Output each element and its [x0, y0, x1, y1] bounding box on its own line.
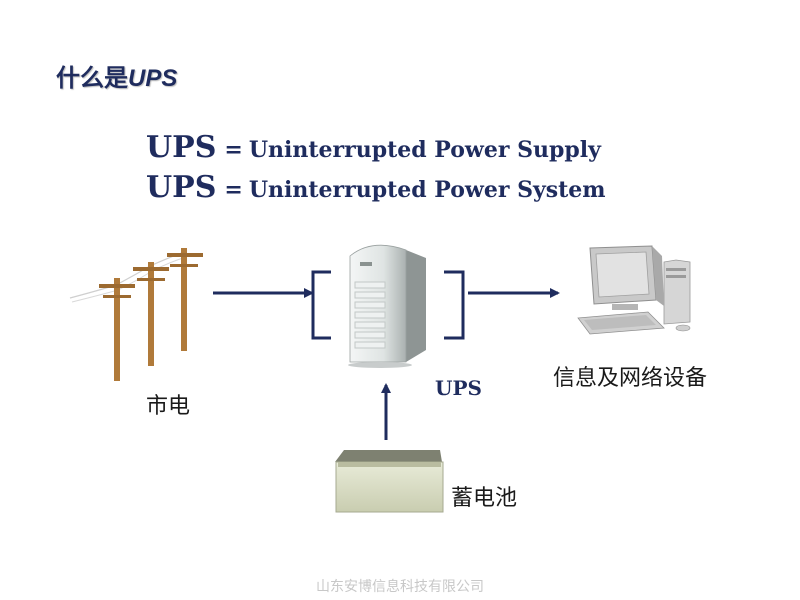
definition-equals: =: [224, 177, 243, 203]
battery-label: 蓄电池: [451, 486, 518, 511]
definition-abbr: UPS: [146, 130, 217, 165]
bracket-left: [311, 270, 331, 340]
utility-poles-icon: [69, 248, 203, 381]
definition-system: UPS =Uninterrupted Power System: [146, 170, 606, 205]
title-emphasis: UPS: [128, 65, 178, 92]
definition-full: Uninterrupted Power System: [248, 177, 606, 203]
bracket-right: [444, 270, 465, 340]
battery-icon: [335, 450, 444, 513]
equipment-label: 信息及网络设备: [553, 366, 708, 391]
definition-equals: =: [224, 137, 243, 163]
mains-label: 市电: [146, 394, 191, 419]
title-prefix: 什么是: [56, 64, 128, 92]
ups-tower-icon: [348, 244, 426, 368]
ups-label: UPS: [435, 376, 482, 400]
definition-full: Uninterrupted Power Supply: [248, 137, 601, 163]
definition-supply: UPS =Uninterrupted Power Supply: [146, 130, 601, 165]
page-title: 什么是UPS: [56, 58, 177, 93]
definition-abbr: UPS: [146, 170, 217, 205]
computer-icon: [577, 245, 691, 335]
footer-watermark: 山东安博信息科技有限公司: [316, 579, 484, 595]
